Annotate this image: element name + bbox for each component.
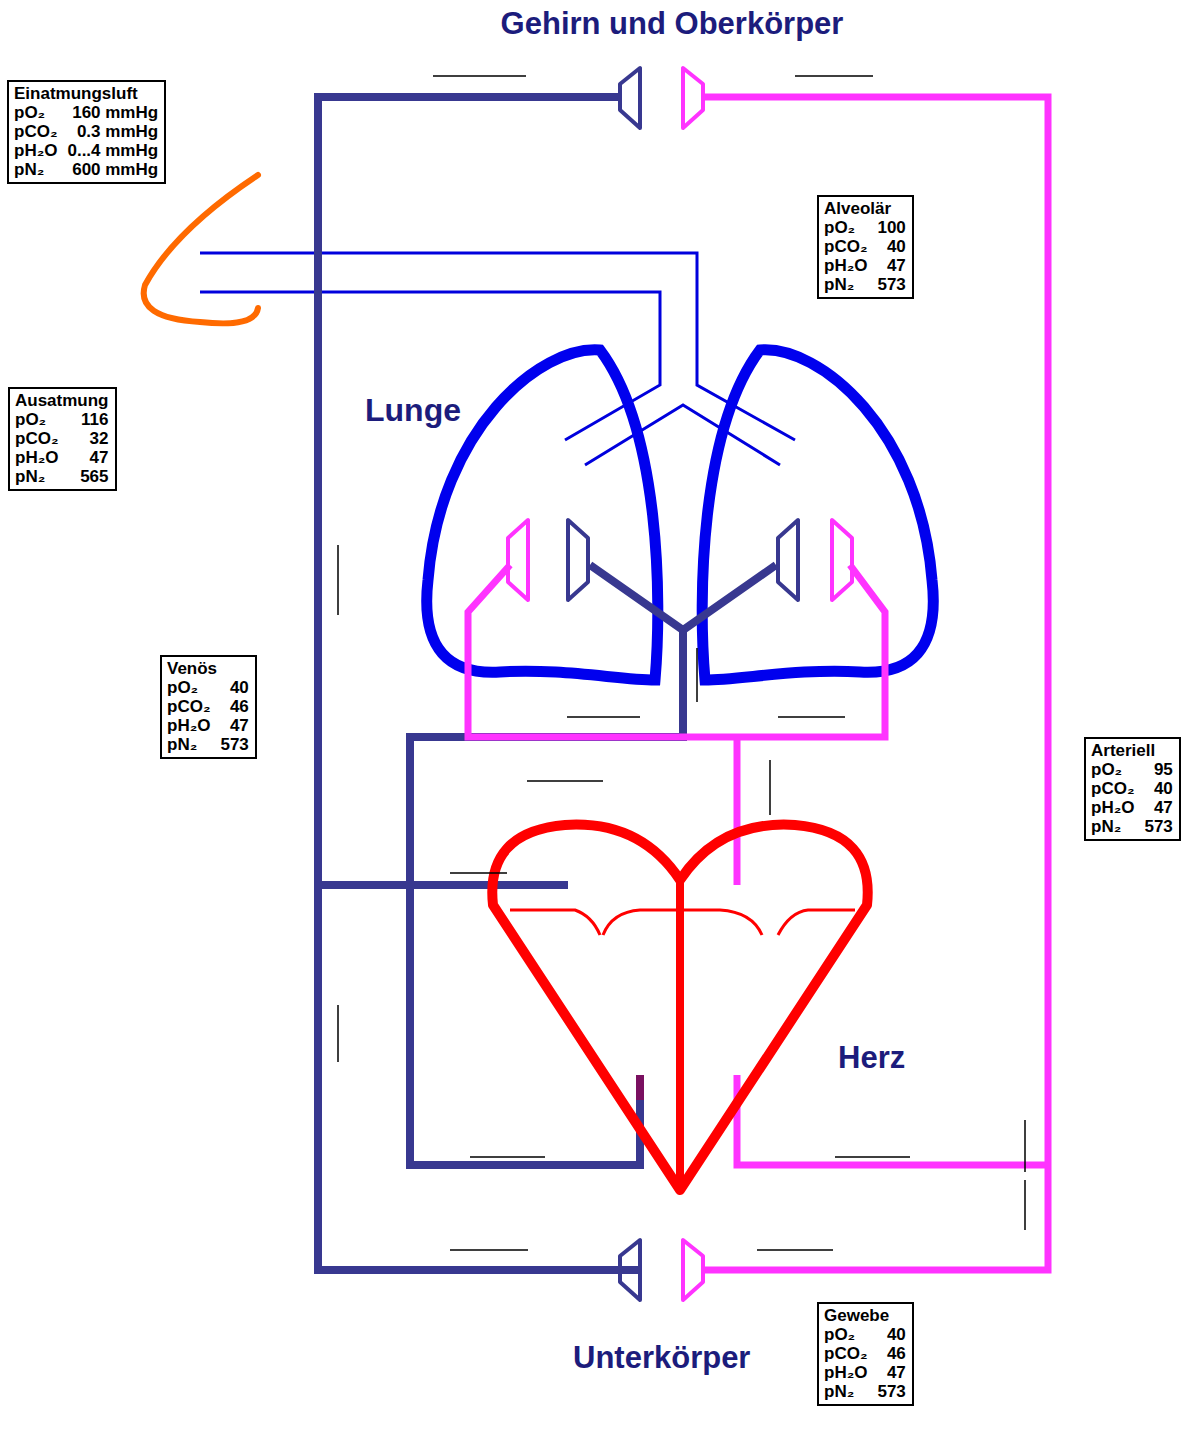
pressure-value: 573 xyxy=(1144,817,1172,836)
pressure-value: 0...4 mmHg xyxy=(67,141,158,160)
pulmonary-artery xyxy=(410,630,683,1165)
lungs xyxy=(427,350,934,680)
pressure-value: 0.3 mmHg xyxy=(77,122,158,141)
pressure-value: 47 xyxy=(1154,798,1173,817)
pressure-value: 100 xyxy=(877,218,905,237)
pressure-value: 600 mmHg xyxy=(72,160,158,179)
pressure-value: 47 xyxy=(887,256,906,275)
gas-name: pO₂ xyxy=(824,218,867,237)
valve-mark xyxy=(636,1075,644,1100)
gas-name: pO₂ xyxy=(15,410,64,429)
airway xyxy=(200,253,795,465)
gas-name: pN₂ xyxy=(1091,817,1134,836)
gas-name: pN₂ xyxy=(167,735,210,754)
pulmonary-artery-branch xyxy=(590,565,776,630)
gas-name: pH₂O xyxy=(15,448,64,467)
pressure-value: 160 mmHg xyxy=(72,103,158,122)
vena-cava xyxy=(318,881,568,889)
region-label: Herz xyxy=(838,1040,905,1076)
bronchus xyxy=(585,405,780,465)
gas-name: pH₂O xyxy=(824,256,867,275)
table-heading: Alveolär xyxy=(824,199,906,218)
gas-name: pN₂ xyxy=(14,160,57,179)
pressure-table: ArteriellpO₂ 95 pCO₂ 40 pH₂O 47 pN₂ 573 xyxy=(1084,737,1181,841)
capillary-venous xyxy=(778,520,798,600)
gas-name: pO₂ xyxy=(824,1325,867,1344)
breathing-mask xyxy=(144,175,258,323)
capillary-arterial xyxy=(508,520,528,600)
pressure-table: EinatmungsluftpO₂ 160 mmHg pCO₂ 0.3 mmHg pH₂… xyxy=(7,80,166,184)
aorta xyxy=(737,1075,1048,1165)
capillary-venous xyxy=(620,1240,640,1300)
gas-name: pCO₂ xyxy=(1091,779,1134,798)
table-heading: Arteriell xyxy=(1091,741,1173,760)
pressure-table: GewebepO₂ 40 pCO₂ 46 pH₂O 47 pN₂ 573 xyxy=(817,1302,914,1406)
capillary-arterial xyxy=(683,68,703,128)
gas-name: pH₂O xyxy=(167,716,210,735)
pressure-value: 573 xyxy=(220,735,248,754)
table-heading: Venös xyxy=(167,659,249,678)
heart-septum xyxy=(676,880,684,1190)
capillary-venous xyxy=(620,68,640,128)
pressure-table: AlveolärpO₂ 100 pCO₂ 40 pH₂O 47 pN₂ 573 xyxy=(817,195,914,299)
pressure-value: 46 xyxy=(887,1344,906,1363)
gas-name: pCO₂ xyxy=(167,697,210,716)
gas-name: pN₂ xyxy=(824,1382,867,1401)
gas-name: pCO₂ xyxy=(15,429,64,448)
capillary-arterial xyxy=(832,520,852,600)
gas-name: pCO₂ xyxy=(824,237,867,256)
gas-name: pO₂ xyxy=(1091,760,1134,779)
pressure-value: 573 xyxy=(877,275,905,294)
gas-name: pH₂O xyxy=(1091,798,1134,817)
gas-name: pN₂ xyxy=(15,467,64,486)
table-heading: Einatmungsluft xyxy=(14,84,158,103)
systemic-artery xyxy=(702,97,1048,1270)
region-label: Unterkörper xyxy=(573,1340,750,1376)
gas-name: pCO₂ xyxy=(824,1344,867,1363)
gas-name: pCO₂ xyxy=(14,122,57,141)
heart xyxy=(492,825,867,1190)
table-heading: Gewebe xyxy=(824,1306,906,1325)
capillary-venous xyxy=(568,520,588,600)
pressure-value: 116 xyxy=(81,410,108,429)
table-heading: Ausatmung xyxy=(15,391,109,410)
pressure-value: 40 xyxy=(887,1325,906,1344)
pressure-value: 565 xyxy=(80,467,108,486)
blank-lines xyxy=(338,76,1025,1250)
gas-name: pH₂O xyxy=(14,141,57,160)
pulmonary-vein xyxy=(734,737,741,885)
venous-vessels xyxy=(318,97,776,1270)
trachea-wall xyxy=(200,292,660,440)
heart-outline xyxy=(492,825,867,1190)
pressure-value: 40 xyxy=(230,678,249,697)
pressure-value: 32 xyxy=(90,429,109,448)
pressure-value: 573 xyxy=(877,1382,905,1401)
blank-line xyxy=(433,76,910,1250)
gas-name: pO₂ xyxy=(14,103,57,122)
pressure-value: 95 xyxy=(1154,760,1173,779)
region-label: Lunge xyxy=(365,392,461,429)
arterial-vessels xyxy=(468,97,1048,1270)
gas-name: pH₂O xyxy=(824,1363,867,1382)
left-lung xyxy=(427,350,658,680)
pulmonary-vein-branch xyxy=(468,565,885,737)
region-label: Gehirn und Oberkörper xyxy=(501,6,844,42)
right-lung xyxy=(702,350,933,680)
pressure-value: 47 xyxy=(887,1363,906,1382)
pressure-table: VenöspO₂ 40 pCO₂ 46 pH₂O 47 pN₂ 573 xyxy=(160,655,257,759)
blank-line xyxy=(338,545,1025,1230)
pressure-value: 40 xyxy=(887,237,906,256)
pressure-table: AusatmungpO₂ 116 pCO₂ 32 pH₂O 47 pN₂ 565 xyxy=(8,387,117,491)
pressure-value: 46 xyxy=(230,697,249,716)
pressure-value: 47 xyxy=(90,448,109,467)
pressure-value: 47 xyxy=(230,716,249,735)
gas-name: pN₂ xyxy=(824,275,867,294)
gas-name: pO₂ xyxy=(167,678,210,697)
capillary-ends xyxy=(508,68,852,1300)
capillary-arterial xyxy=(683,1240,703,1300)
pressure-value: 40 xyxy=(1154,779,1173,798)
heart-valves xyxy=(510,910,855,935)
systemic-vein xyxy=(318,97,640,1270)
